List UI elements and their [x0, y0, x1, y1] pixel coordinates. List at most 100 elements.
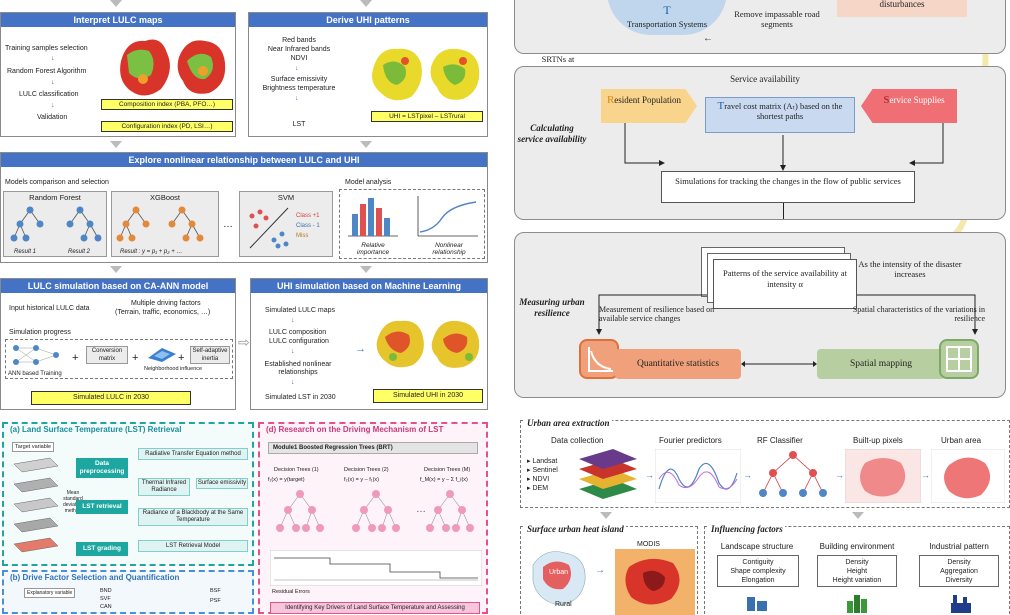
tree-icon: [10, 206, 102, 242]
step-composition: LULC composition: [269, 329, 327, 336]
left-arrow-icon: ←: [703, 33, 713, 44]
ellipsis: …: [223, 219, 233, 230]
urban-extraction-panel: Urban area extraction Data collection ▸ …: [520, 419, 1010, 508]
calculating-label: Calculating service availability: [517, 123, 587, 144]
retrieval-box: LST retrieval: [76, 500, 128, 514]
travel-cost-label: Travel cost matrix (Aₜ) based on the sho…: [717, 100, 843, 122]
industrial-label: Industrial pattern: [929, 542, 989, 551]
list-sentinel: ▸ Sentinel: [527, 467, 558, 474]
connector-line: [783, 203, 784, 219]
modis-heat-map: [615, 549, 695, 615]
boosted-tree-icon: [116, 206, 204, 242]
residual-plot: [270, 550, 482, 586]
class-miss: Miss: [296, 233, 309, 239]
down-arrow-icon: ↓: [51, 79, 55, 86]
quantitative-label: Quantitative statistics: [636, 359, 720, 369]
aggregation: Aggregation: [940, 568, 978, 575]
double-arrow-icon: [741, 361, 817, 367]
configuration-index-label: Configuration index (PD, LSI…): [101, 121, 233, 132]
models-label: Models comparison and selection: [5, 179, 109, 186]
model-analysis-box: Relative importance Nonlinear relationsh…: [339, 189, 485, 259]
relative-importance: Relative importance: [356, 242, 390, 256]
drive-factor-panel: (b) Drive Factor Selection and Quantific…: [2, 570, 254, 614]
travel-cost-box: Travel cost matrix (Aₜ) based on the sho…: [705, 97, 855, 133]
resilience-arrows: [596, 294, 978, 335]
top-arrows: [0, 0, 490, 8]
down-arrow-icon: ↓: [291, 317, 295, 324]
panel-title: LULC simulation based on CA-ANN model: [1, 279, 235, 293]
down-arrow-icon: [110, 266, 122, 273]
elongation: Elongation: [741, 577, 775, 584]
service-supplies-box: Service Supplies: [861, 89, 957, 123]
down-arrow-icon: ↓: [51, 55, 55, 62]
tree-m-label: Decision Trees (M): [424, 467, 471, 473]
spatial-mapping-box: Spatial mapping: [817, 349, 945, 379]
simulation-progress-box: ANN based Training + Conversion matrix +…: [5, 339, 233, 379]
step-established: Established nonlinear relationships: [264, 361, 332, 376]
identifying-box: Identifying Key Drivers of Land Surface …: [270, 602, 480, 614]
panel-title: UHI simulation based on Machine Learning: [251, 279, 487, 293]
svg-text:…: …: [416, 504, 426, 515]
simulated-uhi-label: Simulated UHI in 2030: [373, 389, 483, 403]
panel-title: Interpret LULC maps: [1, 13, 235, 27]
result-2: Result 2: [68, 249, 91, 255]
landscape-box: Contiguity Shape complexity Elongation: [717, 555, 799, 587]
factors-detail: (Terrain, traffic, economics, …): [115, 309, 211, 316]
lulc-maps-image: [120, 39, 226, 96]
network-panel: T Transportation Systems Remove impassab…: [514, 0, 1006, 54]
right-arrow-icon: →: [743, 470, 752, 480]
step-training: Training samples selection: [5, 45, 88, 52]
result-xgb: Result : y = p₁ + p₂ + …: [120, 249, 183, 255]
transportation-systems-ellipse: T Transportation Systems: [607, 0, 727, 35]
plus-icon: +: [178, 352, 185, 364]
rf-label: Random Forest: [29, 193, 81, 202]
thermal-box: Thermal Infrared Radiance: [138, 478, 190, 496]
ind-density: Density: [947, 559, 971, 566]
down-arrow-icon: [360, 141, 372, 148]
result-1: Result 1: [14, 249, 37, 255]
step-validation: Validation: [37, 114, 68, 121]
xgb-model-box: XGBoost Result : y = p₁ + p₂ + …: [111, 191, 219, 257]
ann-network-icon: [13, 345, 59, 365]
right-arrow-icon: →: [595, 565, 605, 576]
step-red: Red bands: [282, 37, 316, 44]
down-arrow-icon: ↓: [295, 65, 299, 72]
conversion-matrix: Conversion matrix: [86, 346, 128, 364]
remove-segments-label: Remove impassable road segments: [734, 9, 820, 29]
uhi-simulation-panel: UHI simulation based on Machine Learning…: [250, 278, 488, 410]
decision-trees-image: …: [276, 490, 474, 532]
height-variation: Height variation: [832, 577, 882, 584]
importance-bars-icon: [348, 198, 398, 237]
neighborhood-icon: [148, 348, 176, 362]
analysis-label: Model analysis: [345, 179, 392, 186]
input-label: Input historical LULC data: [9, 305, 90, 312]
right-arrow-icon: →: [921, 470, 930, 480]
down-arrow-icon: [110, 141, 122, 148]
step-sim-lst: Simulated LST in 2030: [265, 394, 336, 401]
rf-classifier-label: RF Classifier: [757, 436, 803, 445]
brt-module: Module1 Boosted Regression Trees (BRT): [268, 442, 478, 454]
grading-box: LST grading: [76, 542, 128, 556]
step-ndvi: NDVI: [290, 55, 308, 62]
height: Height: [846, 568, 868, 575]
supplies-label: Service Supplies: [883, 94, 945, 106]
simulations-box: Simulations for tracking the changes in …: [661, 171, 915, 203]
right-arrow-icon: →: [355, 343, 366, 355]
service-availability-label: Service availability: [730, 74, 800, 84]
uhi-formula: UHI = LSTpixel – LSTrural: [371, 111, 483, 122]
statistics-icon: [579, 339, 619, 379]
down-arrow-icon: ↓: [295, 95, 299, 102]
factors-label: Multiple driving factors: [131, 300, 201, 307]
var-can: CAN: [100, 604, 112, 610]
disturbances-label: disturbances: [879, 0, 925, 9]
panel-title: (d) Research on the Driving Mechanism of…: [266, 425, 444, 434]
var-svf: SVF: [100, 596, 111, 602]
urban-label: Urban: [549, 569, 569, 576]
down-arrow-icon: [360, 266, 372, 273]
emissivity-box: Surface emissivity: [196, 478, 248, 489]
simulated-uhi-image: [376, 320, 480, 368]
svm-label: SVM: [277, 193, 295, 202]
svm-model-box: SVM Class +1 Class - 1 Miss: [239, 191, 333, 257]
building-label: Building environment: [819, 542, 895, 551]
builtup-label: Built-up pixels: [853, 436, 903, 445]
